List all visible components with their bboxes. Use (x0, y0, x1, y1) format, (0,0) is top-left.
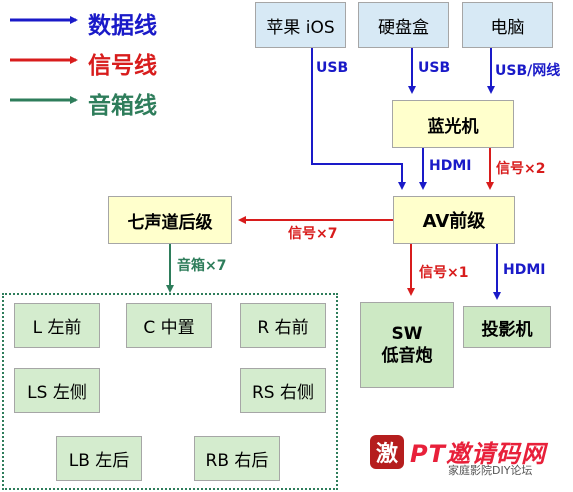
edge-label-bluray-signal: 信号×2 (496, 161, 546, 177)
edge-label-pc-usb-net: USB/网线 (495, 63, 561, 79)
watermark-subtitle: 家庭影院DIY论坛 (448, 464, 533, 477)
node-av-preamp: AV前级 (393, 196, 515, 244)
node-subwoofer: SW 低音炮 (360, 302, 454, 388)
node-seven-channel-amp: 七声道后级 (108, 196, 232, 244)
node-projector: 投影机 (463, 306, 551, 348)
wire-apple-to-av (311, 48, 406, 190)
watermark-seal-icon: 激 (370, 434, 404, 469)
speaker-left-side: LS 左侧 (14, 368, 100, 413)
edge-label-apple-usb: USB (316, 60, 349, 76)
edge-label-speaker-wire: 音箱×7 (177, 258, 227, 274)
watermark-logo: 激 PT邀请码网 (370, 434, 546, 469)
node-apple-ios: 苹果 iOS (255, 2, 346, 48)
subwoofer-cn-label: 低音炮 (381, 346, 433, 366)
node-bluray-player: 蓝光机 (392, 100, 514, 148)
subwoofer-sw-label: SW (391, 324, 423, 344)
speaker-left-back: LB 左后 (56, 436, 142, 481)
speaker-right-side: RS 右侧 (240, 368, 326, 413)
watermark-name: PT邀请码网 (410, 440, 546, 468)
speaker-center: C 中置 (126, 303, 212, 348)
speaker-left-front: L 左前 (14, 303, 100, 348)
node-hdd-enclosure: 硬盘盒 (358, 2, 449, 48)
speaker-group-frame (2, 293, 338, 490)
legend-speaker-label: 音箱线 (88, 93, 157, 119)
edge-label-projector-hdmi: HDMI (503, 262, 546, 278)
edge-label-bluray-hdmi: HDMI (429, 158, 472, 174)
edge-label-hdd-usb: USB (418, 60, 451, 76)
legend-data-label: 数据线 (88, 13, 157, 39)
edge-label-amp-signal: 信号×7 (288, 226, 338, 242)
edge-label-sw-signal: 信号×1 (419, 265, 469, 281)
speaker-right-front: R 右前 (240, 303, 326, 348)
legend-signal-label: 信号线 (88, 53, 157, 79)
speaker-right-back: RB 右后 (194, 436, 280, 481)
node-pc: 电脑 (462, 2, 553, 48)
